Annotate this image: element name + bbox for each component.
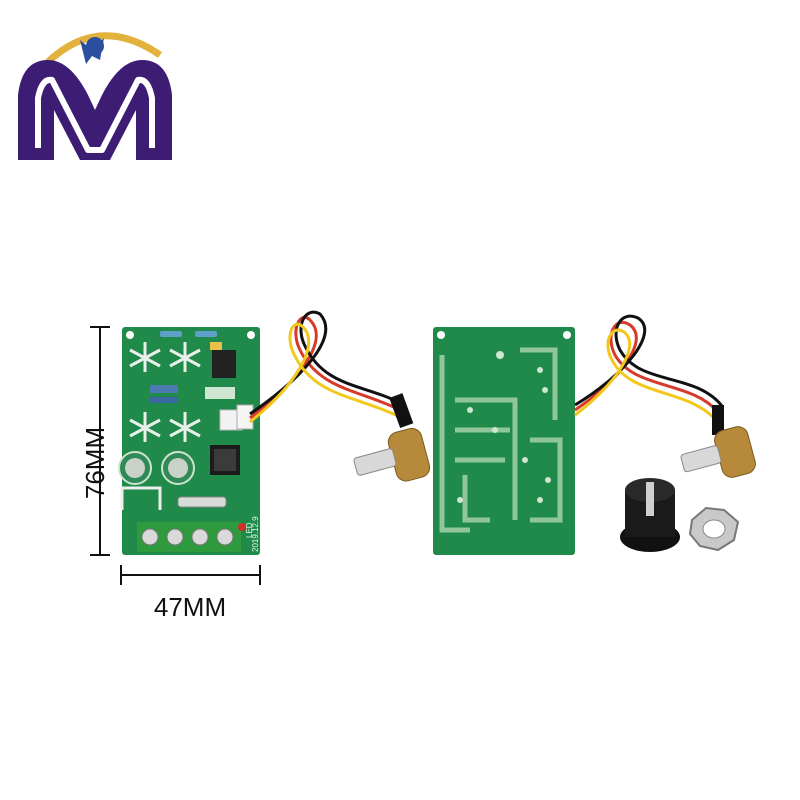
heatsink-mid-right bbox=[169, 412, 201, 442]
led-label: LED bbox=[245, 522, 254, 538]
date-marking: 2019.12.9 bbox=[251, 516, 260, 552]
capacitor bbox=[161, 451, 195, 485]
terminal-block bbox=[137, 522, 241, 552]
capacitor bbox=[118, 451, 152, 485]
brand-logo bbox=[18, 32, 172, 160]
heatsink-top-left bbox=[129, 342, 161, 372]
heatsink-top-right bbox=[169, 342, 201, 372]
potentiometer-front-assembly bbox=[236, 310, 431, 482]
potentiometer bbox=[353, 427, 431, 482]
height-dimension-marker bbox=[90, 326, 110, 556]
pcb-front: LED 2019.12.9 bbox=[118, 327, 260, 555]
width-dimension-label: 47MM bbox=[153, 592, 227, 622]
potentiometer bbox=[680, 426, 756, 478]
height-dimension-label: 76MM bbox=[80, 426, 110, 500]
potentiometer-back-assembly bbox=[574, 314, 756, 478]
width-dimension-marker bbox=[120, 565, 261, 585]
heatsink-mid-left bbox=[129, 412, 161, 442]
black-knob bbox=[620, 478, 680, 552]
pcb-back bbox=[433, 327, 575, 555]
hex-nut bbox=[688, 506, 740, 552]
